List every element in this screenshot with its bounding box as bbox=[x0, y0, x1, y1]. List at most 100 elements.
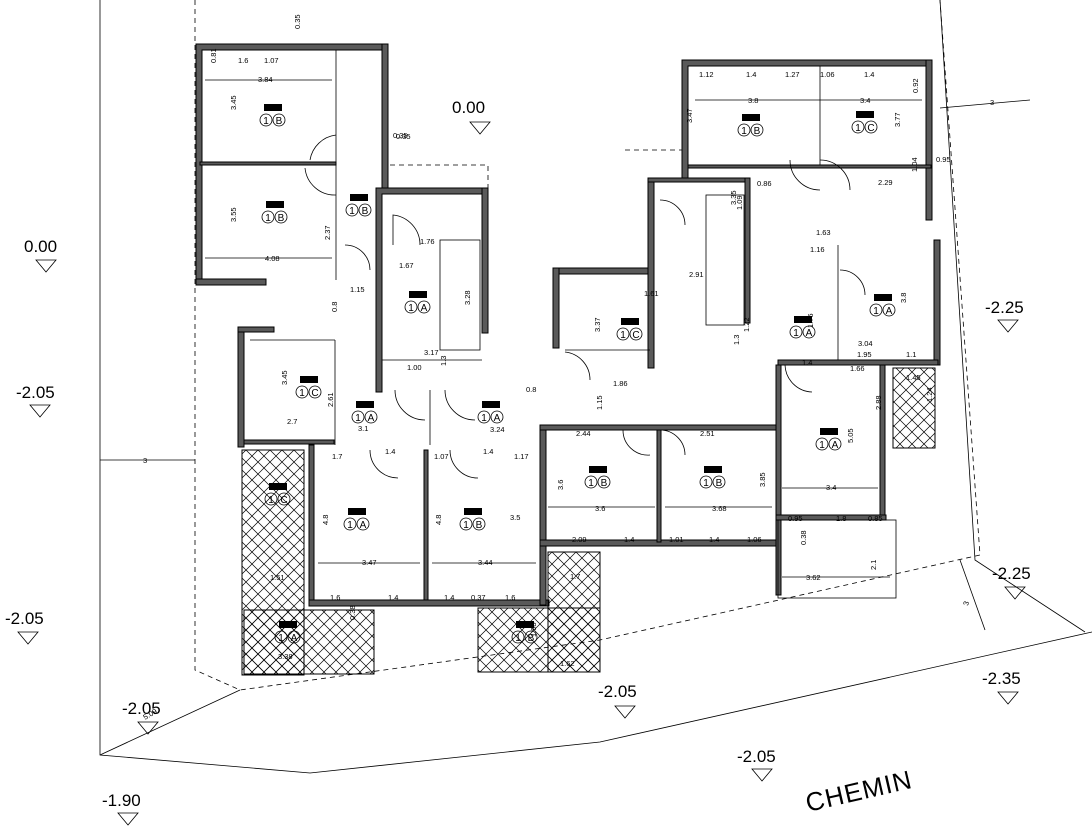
dimension-label: 2.51 bbox=[700, 429, 715, 438]
room-tag-text: A bbox=[421, 303, 428, 314]
dimension-label: 1.06 bbox=[747, 535, 762, 544]
dimension-label: 0.35 bbox=[393, 131, 408, 140]
dimension-label: 1.67 bbox=[399, 261, 414, 270]
dimension-label: 1.00 bbox=[407, 363, 422, 372]
dimension-label: 4.8 bbox=[434, 515, 443, 525]
room-tag-text: 1 bbox=[588, 478, 594, 489]
room-tag-text: 1 bbox=[481, 413, 487, 424]
dimension-label: 1.98 bbox=[529, 622, 538, 637]
dimension-label: 3.77 bbox=[893, 112, 902, 127]
dimension-label: 3.35 bbox=[729, 190, 738, 205]
dimension-label: 3 bbox=[143, 456, 147, 465]
dimension-label: 1.4 bbox=[624, 535, 634, 544]
dimension-label: 2.09 bbox=[572, 535, 587, 544]
dimension-label: 1.86 bbox=[613, 379, 628, 388]
dimension-label: 1.63 bbox=[816, 228, 831, 237]
dimension-label: 3.17 bbox=[424, 348, 439, 357]
room-tag-text: 1 bbox=[620, 330, 626, 341]
room-tag-text: 1 bbox=[278, 633, 284, 644]
room-tag-text: A bbox=[494, 413, 501, 424]
room-tag-text: A bbox=[291, 633, 298, 644]
dimension-label: 1.15 bbox=[595, 395, 604, 410]
dimension-label: 3.45 bbox=[229, 95, 238, 110]
dimension-label: 1.76 bbox=[420, 237, 435, 246]
room-tag-text: 1 bbox=[873, 306, 879, 317]
dimension-label: 1.24 bbox=[925, 387, 934, 402]
level-label: -2.25 bbox=[992, 564, 1031, 583]
dimension-label: 4.08 bbox=[265, 254, 280, 263]
level-label: 0.00 bbox=[24, 237, 57, 256]
room-tag-text: A bbox=[886, 306, 893, 317]
room-tag-text: 1 bbox=[819, 440, 825, 451]
room-tag-text: 1 bbox=[515, 633, 521, 644]
dimension-label: 1.4 bbox=[385, 447, 395, 456]
level-label: 0.00 bbox=[452, 98, 485, 117]
room-tag-text: 1 bbox=[408, 303, 414, 314]
dimension-label: 3.55 bbox=[229, 207, 238, 222]
street-name-label: CHEMIN bbox=[803, 764, 916, 818]
dimension-label: 1.51 bbox=[270, 573, 285, 582]
dimension-label: 1.07 bbox=[264, 56, 279, 65]
room-tag-text: 1 bbox=[347, 520, 353, 531]
room-tag-text: 1 bbox=[349, 206, 355, 217]
dimension-label: 1.1 bbox=[906, 350, 916, 359]
dimension-label: 3.8 bbox=[748, 96, 758, 105]
dimension-label: 3.44 bbox=[478, 558, 493, 567]
room-tag-text: B bbox=[754, 126, 761, 137]
room-tag-text: 1 bbox=[268, 495, 274, 506]
dimension-label: 0.81 bbox=[209, 48, 218, 63]
dimension-label: 3.37 bbox=[593, 317, 602, 332]
dimension-label: 2.44 bbox=[576, 429, 591, 438]
dimension-label: 2.29 bbox=[878, 178, 893, 187]
dimension-label: 5.05 bbox=[846, 428, 855, 443]
dimension-label: 1.6 bbox=[330, 593, 340, 602]
dimension-label: 3.4 bbox=[826, 483, 836, 492]
dimension-label: 3.38 bbox=[278, 652, 293, 661]
dimension-label: 3.1 bbox=[358, 424, 368, 433]
dimension-label: 1.15 bbox=[350, 285, 365, 294]
room-tag-text: A bbox=[832, 440, 839, 451]
dimension-label: 0.38 bbox=[799, 530, 808, 545]
dimension-label: 1.17 bbox=[514, 452, 529, 461]
dimension-label: 0.95 bbox=[788, 514, 803, 523]
dimension-label: 1.16 bbox=[810, 245, 825, 254]
room-tag-text: B bbox=[601, 478, 608, 489]
room-tag-text: A bbox=[368, 413, 375, 424]
dimension-label: 1.7 bbox=[570, 572, 580, 581]
room-tag-text: C bbox=[311, 388, 318, 399]
room-tag-text: 1 bbox=[703, 478, 709, 489]
room-tag-text: A bbox=[806, 328, 813, 339]
dimension-label: 3.62 bbox=[806, 573, 821, 582]
property-boundary bbox=[99, 0, 1092, 774]
dimension-label: 3 bbox=[961, 600, 971, 606]
dimension-label: 1.4 bbox=[444, 593, 454, 602]
dimension-label: 0.92 bbox=[911, 78, 920, 93]
dimension-label: 1.3 bbox=[439, 356, 448, 366]
level-labels: 0.00 0.00 -2.05 -2.05 -2.05 -2.05 -2.05 … bbox=[5, 98, 1031, 810]
level-label: -2.05 bbox=[122, 699, 161, 718]
dimension-label: 1.4 bbox=[388, 593, 398, 602]
dimension-label: 1.4 bbox=[802, 358, 812, 367]
room-tag-text: 1 bbox=[793, 328, 799, 339]
building-walls bbox=[195, 43, 941, 607]
dimension-label: 0.8 bbox=[330, 302, 339, 312]
dimension-label: 2.61 bbox=[326, 392, 335, 407]
dimension-label: 3.84 bbox=[258, 75, 273, 84]
dimension-label: 0.8 bbox=[526, 385, 536, 394]
dimension-label: 3 bbox=[990, 98, 994, 107]
dimension-label: 0.35 bbox=[396, 132, 411, 141]
dimension-label: 1.09 bbox=[735, 195, 744, 210]
dimension-label: 0.35 bbox=[293, 14, 302, 29]
room-tag-text: C bbox=[867, 123, 874, 134]
